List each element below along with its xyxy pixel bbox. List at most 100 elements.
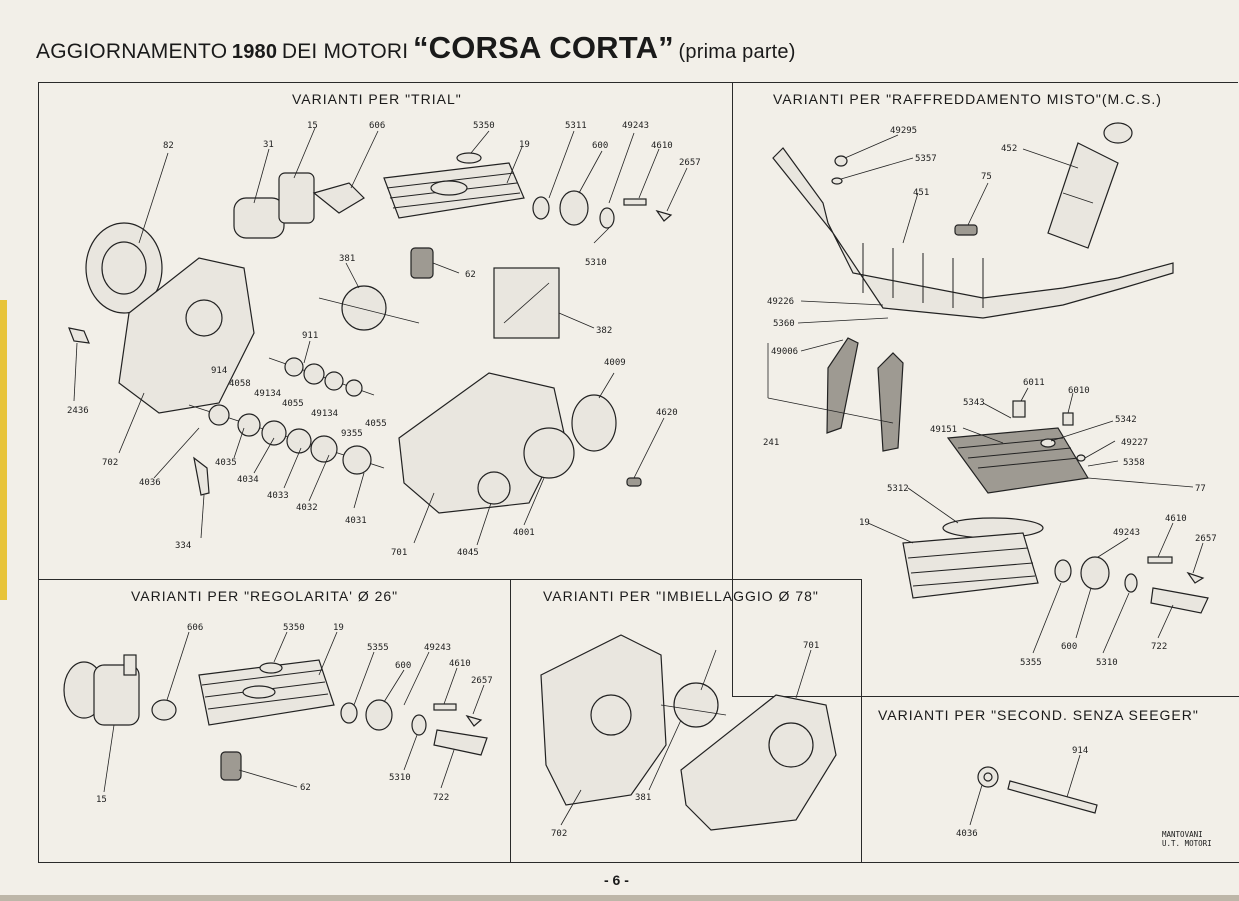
label-62-b: 62 — [300, 783, 311, 793]
panel-trial-title: VARIANTI PER "TRIAL" — [292, 91, 462, 107]
bearing-left — [590, 694, 632, 736]
label-5311: 5311 — [565, 121, 587, 131]
crank-axis — [660, 704, 727, 716]
title-year: 1980 — [231, 41, 278, 63]
carburetor-body — [233, 197, 285, 239]
label-451: 451 — [913, 188, 929, 198]
label-334: 334 — [175, 541, 191, 551]
flange-600 — [1080, 556, 1110, 590]
spring-4610-b — [1147, 556, 1173, 564]
handlebar-ribs — [862, 243, 984, 308]
label-49006: 49006 — [771, 347, 798, 357]
label-600-c: 600 — [395, 661, 411, 671]
primary-shaft — [268, 357, 375, 397]
label-382: 382 — [596, 326, 612, 336]
label-2657-b: 2657 — [1195, 534, 1217, 544]
ring-5310-b — [1124, 573, 1138, 593]
label-911: 911 — [302, 331, 318, 341]
label-4620: 4620 — [656, 408, 678, 418]
stamp-line1: MANTOVANI — [1162, 830, 1203, 839]
page-title: AGGIORNAMENTO 1980 DEI MOTORI “CORSA COR… — [36, 30, 796, 66]
title-part3: DEI MOTORI — [281, 40, 409, 63]
gasket-5350-b — [259, 662, 283, 674]
spring-4610 — [623, 198, 647, 206]
panel-seeger-title: VARIANTI PER "SECOND. SENZA SEEGER" — [878, 707, 1199, 723]
title-highlight: “CORSA CORTA” — [412, 30, 674, 65]
label-241: 241 — [763, 438, 779, 448]
shift-fork-334 — [193, 456, 210, 496]
label-49243-c: 49243 — [424, 643, 451, 653]
ring-5310-c — [411, 714, 427, 736]
crankcase-half-left — [118, 257, 255, 414]
clutch-cover-4009 — [571, 394, 617, 452]
label-49295: 49295 — [890, 126, 917, 136]
clutch-4001 — [523, 427, 575, 479]
panel-imbiellaggio: VARIANTI PER "IMBIELLAGGIO Ø 78" 701 381… — [510, 579, 862, 863]
label-4610-c: 4610 — [449, 659, 471, 669]
screw-49227 — [1076, 454, 1086, 462]
cylinder-19 — [902, 532, 1039, 599]
hose-left — [826, 337, 859, 434]
carburetor — [63, 654, 140, 726]
seeger-diagram: 914 4036 — [956, 746, 1098, 839]
label-5343: 5343 — [963, 398, 985, 408]
spring-4610-c — [433, 703, 457, 711]
cylinder-head — [383, 162, 525, 219]
label-5355: 5355 — [1020, 658, 1042, 668]
imbiellaggio-diagram: 701 381 702 — [540, 634, 837, 839]
spring-4620 — [626, 477, 642, 487]
label-19-c: 19 — [333, 623, 344, 633]
clip-75 — [954, 224, 978, 236]
label-5310: 5310 — [585, 258, 607, 268]
label-4034: 4034 — [237, 475, 259, 485]
intake-flange — [559, 190, 589, 226]
connecting-rod-b — [700, 649, 717, 691]
label-15: 15 — [307, 121, 318, 131]
label-31: 31 — [263, 140, 274, 150]
label-600: 600 — [592, 141, 608, 151]
piston-pin-62 — [410, 247, 434, 279]
label-49227: 49227 — [1121, 438, 1148, 448]
label-4610: 4610 — [651, 141, 673, 151]
label-6010: 6010 — [1068, 386, 1090, 396]
leader-lines — [767, 134, 1204, 654]
label-5355-b: 5355 — [367, 643, 389, 653]
crankcase-bearing — [185, 299, 223, 337]
clip-2657 — [655, 209, 673, 222]
label-4031: 4031 — [345, 516, 367, 526]
panel-regolarita: VARIANTI PER "REGOLARITA' Ø 26" — [38, 579, 511, 863]
label-722-c: 722 — [433, 793, 449, 803]
stamp-line2: U.T. MOTORI — [1162, 839, 1212, 848]
label-381-b: 381 — [635, 793, 651, 803]
label-5312: 5312 — [887, 484, 909, 494]
o-ring-b — [340, 702, 358, 724]
panel-raffreddamento-title: VARIANTI PER "RAFFREDDAMENTO MISTO"(M.C.… — [773, 91, 1162, 107]
label-914-b: 914 — [1072, 746, 1088, 756]
draftsman-stamp: MANTOVANI U.T. MOTORI — [1162, 830, 1212, 848]
label-75: 75 — [981, 172, 992, 182]
label-19: 19 — [519, 140, 530, 150]
intake-606 — [151, 699, 177, 721]
handlebar-451 — [772, 147, 1174, 319]
label-2657: 2657 — [679, 158, 701, 168]
label-4036-b: 4036 — [956, 829, 978, 839]
panel-seeger: VARIANTI PER "SECOND. SENZA SEEGER" 914 … — [861, 696, 1239, 863]
label-2657-c: 2657 — [471, 676, 493, 686]
label-4035: 4035 — [215, 458, 237, 468]
crankshaft-381 — [673, 682, 719, 728]
cylinder-head-b — [198, 659, 335, 726]
label-4032: 4032 — [296, 503, 318, 513]
label-4001: 4001 — [513, 528, 535, 538]
plug-6011 — [1012, 400, 1026, 418]
label-4036: 4036 — [139, 478, 161, 488]
secondary-shaft — [188, 404, 385, 475]
trial-diagram: 82 31 15 606 5350 19 5311 49243 600 4610… — [67, 121, 701, 558]
label-82: 82 — [163, 141, 174, 151]
label-701: 701 — [391, 548, 407, 558]
leader-914 — [1066, 754, 1081, 798]
label-4055-a: 4055 — [282, 399, 304, 409]
crankshaft-web — [341, 285, 387, 331]
part-2436 — [68, 327, 90, 344]
label-722-b: 722 — [1151, 642, 1167, 652]
label-5350: 5350 — [473, 121, 495, 131]
